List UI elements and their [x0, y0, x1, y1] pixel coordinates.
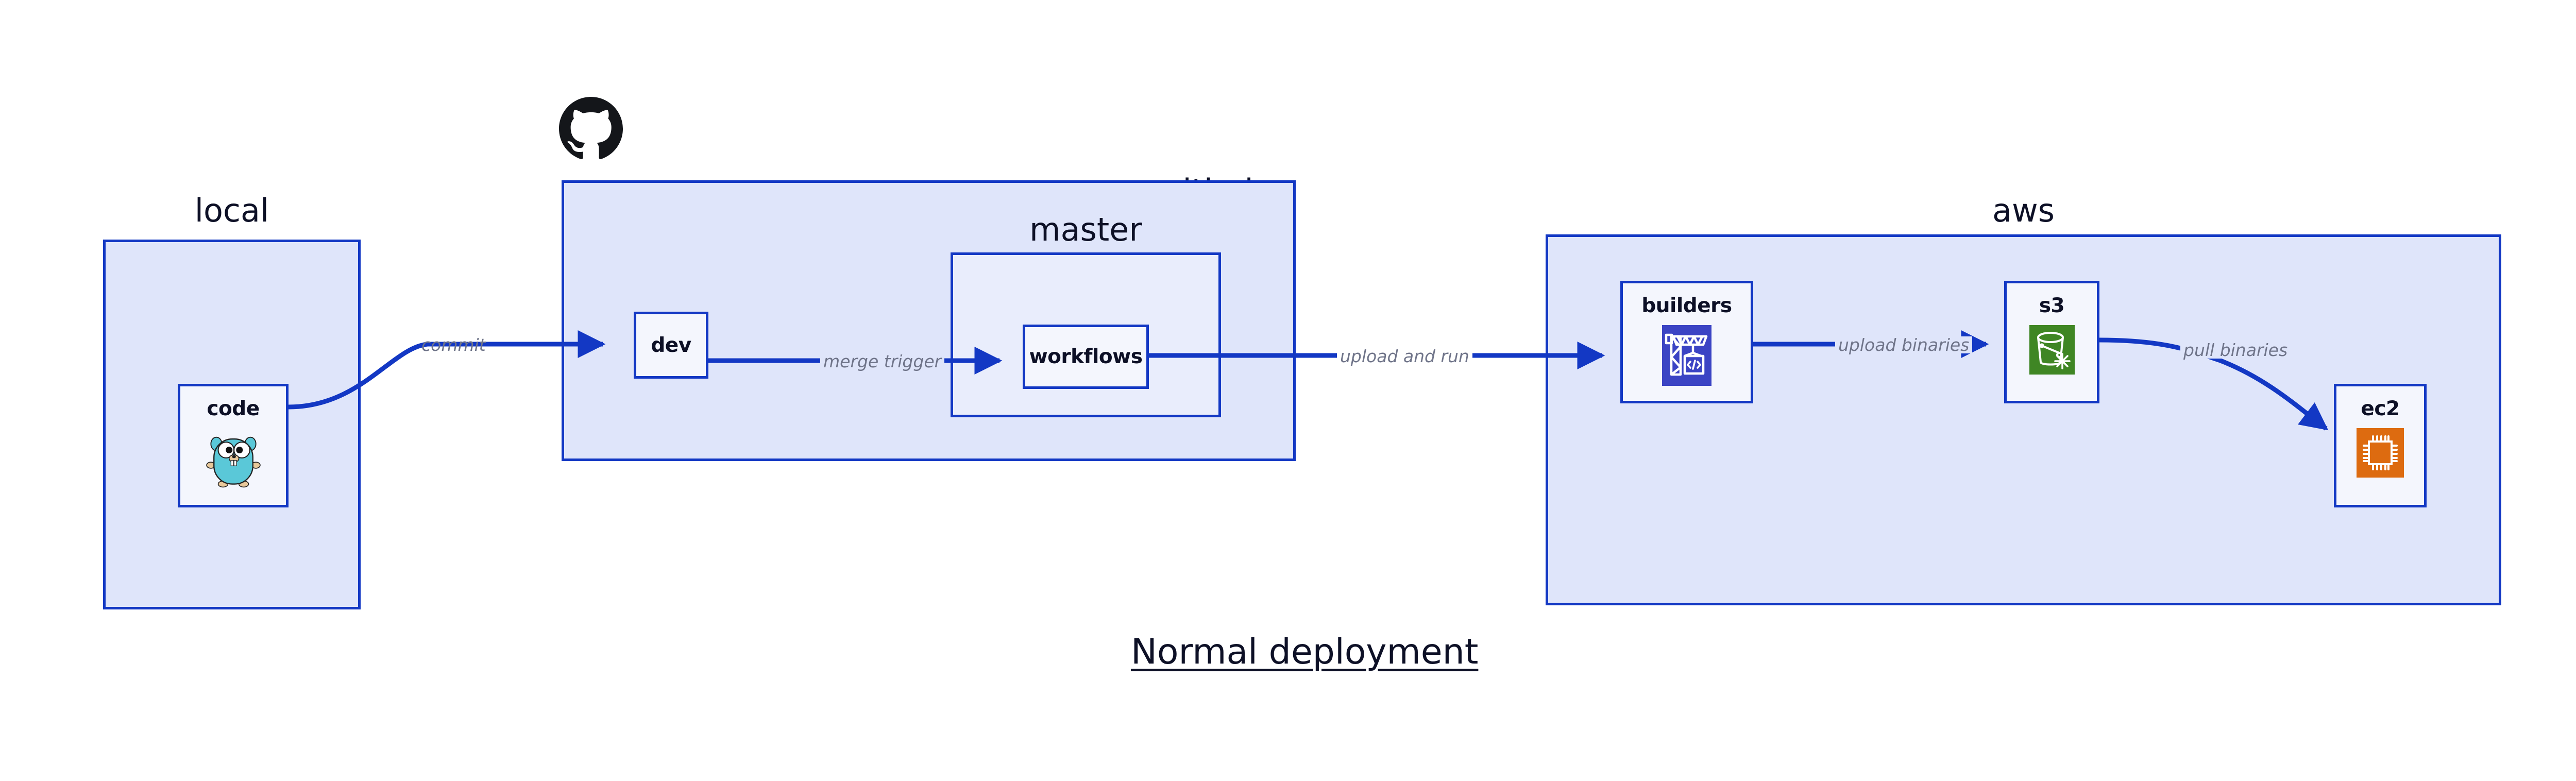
node-label-s3: s3	[2039, 294, 2065, 317]
group-label-master: master	[1029, 211, 1142, 248]
edge-label-commit: commit	[421, 335, 486, 355]
node-ec2[interactable]: ec2	[2334, 384, 2427, 507]
go-gopher-icon	[203, 428, 264, 491]
edge-label-pull-binaries: pull binaries	[2180, 342, 2291, 359]
node-label-builders: builders	[1641, 294, 1732, 317]
edge-label-merge-trigger: merge trigger	[820, 353, 945, 370]
node-workflows[interactable]: workflows	[1023, 325, 1149, 389]
edge-label-upload-and-run: upload and run	[1337, 348, 1472, 365]
group-label-local: local	[194, 192, 269, 229]
edge-label-upload-binaries: upload binaries	[1835, 336, 1973, 353]
diagram-title: Normal deployment	[1131, 632, 1479, 672]
aws-codebuild-icon	[1662, 325, 1711, 388]
group-label-aws: aws	[1992, 192, 2055, 229]
aws-s3-glacier-icon	[2029, 325, 2075, 377]
github-octocat-icon	[559, 97, 623, 163]
node-label-dev: dev	[651, 333, 691, 357]
node-label-workflows: workflows	[1029, 345, 1143, 368]
node-builders[interactable]: builders	[1620, 281, 1753, 403]
node-label-code: code	[207, 397, 260, 420]
node-dev[interactable]: dev	[634, 312, 708, 379]
node-code[interactable]: code	[178, 384, 289, 507]
node-label-ec2: ec2	[2361, 397, 2400, 420]
node-s3[interactable]: s3	[2004, 281, 2099, 403]
aws-ec2-icon	[2357, 428, 2404, 480]
